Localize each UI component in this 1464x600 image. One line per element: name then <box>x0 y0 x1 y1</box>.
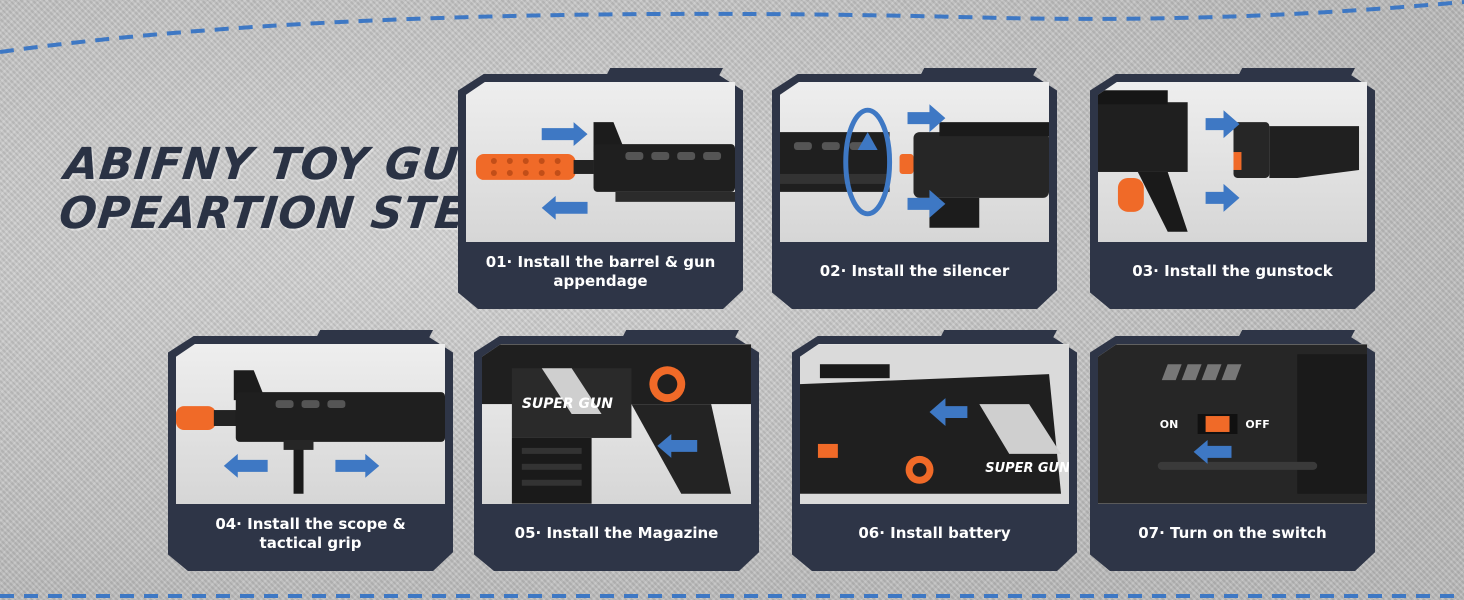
step-caption-3: 03· Install the gunstock <box>1132 262 1333 281</box>
step-caption-4: 04· Install the scope & tactical grip <box>215 514 406 552</box>
step-caption-2: 02· Install the silencer <box>819 262 1010 281</box>
step-caption-1: 01· Install the barrel & gun appendage <box>485 252 716 290</box>
step-caption-6: 06· Install battery <box>858 524 1011 543</box>
grip-install-icon <box>176 370 445 494</box>
step-card-4: 04· Install the scope & tactical grip <box>168 330 453 571</box>
switch-off-label: OFF <box>1245 418 1269 431</box>
step-caption-5: 05· Install the Magazine <box>514 524 719 543</box>
step-card-6: SUPER GUN 06· Install battery <box>792 330 1077 571</box>
silencer-install-icon <box>780 104 1049 228</box>
battery-install-icon: SUPER GUN <box>800 344 1069 504</box>
step-card-7: ON OFF 07· Turn on the switch <box>1090 330 1375 571</box>
switch-icon: ON OFF <box>1098 344 1367 504</box>
step-card-3: 03· Install the gunstock <box>1090 68 1375 309</box>
switch-on-label: ON <box>1160 418 1178 431</box>
super-gun-label-6: SUPER GUN <box>985 461 1069 476</box>
gunstock-install-icon <box>1098 90 1360 232</box>
step-card-5: SUPER GUN 05· Install the Magazine <box>474 330 759 571</box>
super-gun-label-5: SUPER GUN <box>522 396 613 412</box>
barrel-install-icon <box>475 122 735 220</box>
step-caption-7: 07· Turn on the switch <box>1138 524 1327 543</box>
step-card-2: 02· Install the silencer <box>772 68 1057 309</box>
magazine-install-icon: SUPER GUN <box>482 344 751 504</box>
step-card-1: 01· Install the barrel & gun appendage <box>458 68 743 309</box>
